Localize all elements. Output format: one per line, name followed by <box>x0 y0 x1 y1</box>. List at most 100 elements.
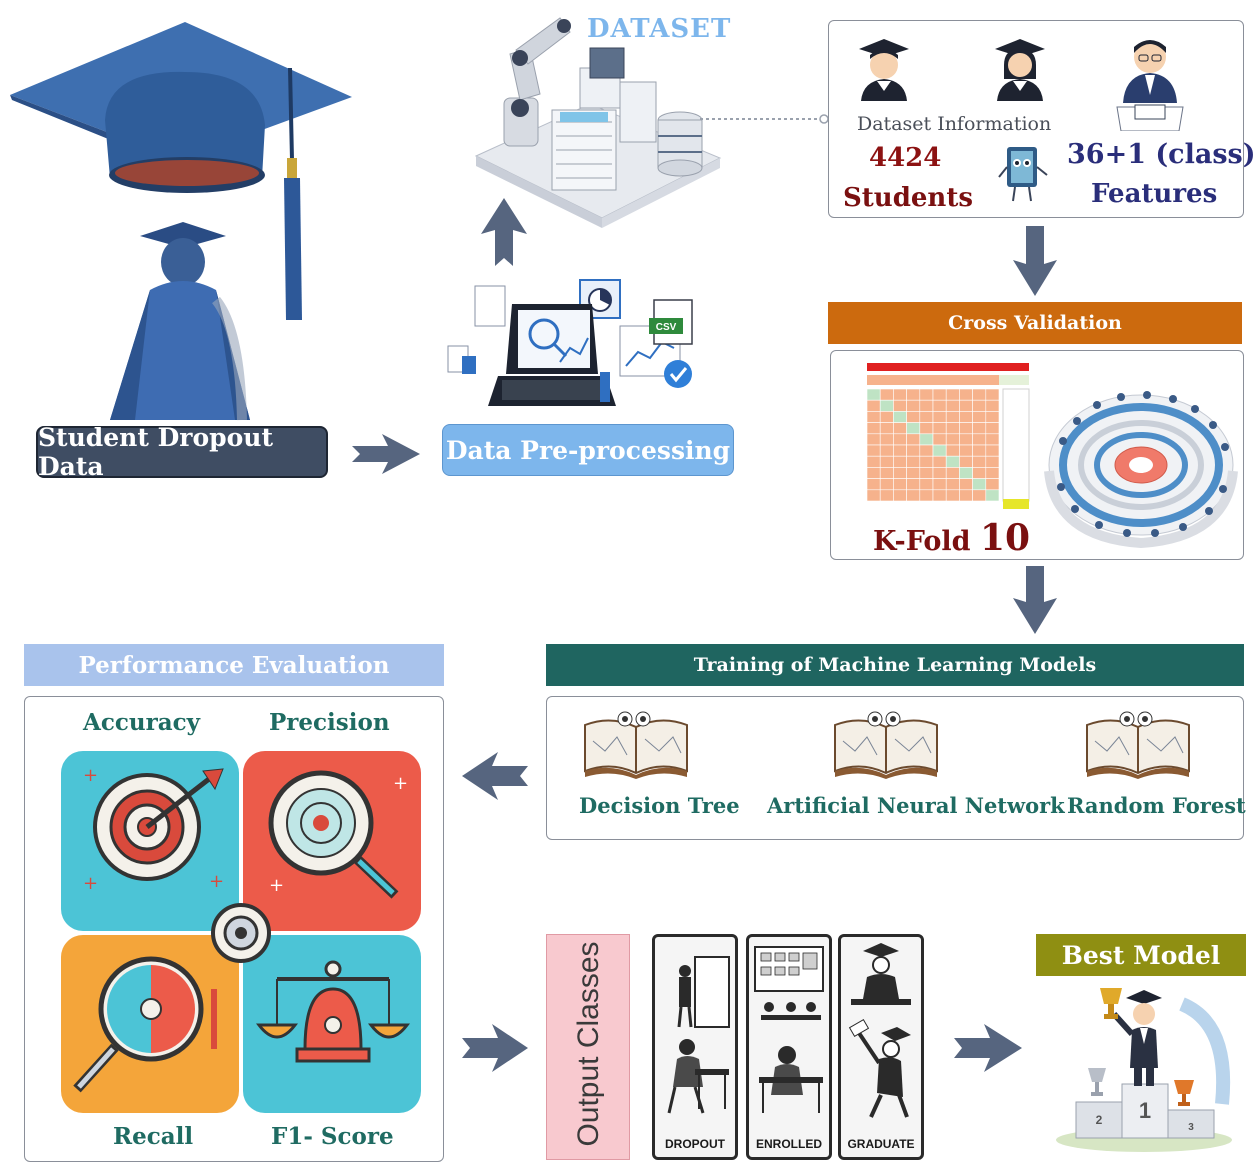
output-classes-label: Output Classes <box>572 941 605 1147</box>
decision-tree-book-icon <box>584 711 688 779</box>
kfold-train-cell <box>985 455 1000 468</box>
kfold-train-cell <box>866 422 881 435</box>
kfold-train-cell <box>945 467 960 479</box>
kfold-train-cell <box>959 422 973 435</box>
kfold-test-cell <box>906 422 921 435</box>
training-models-panel: Decision Tree Artificial Neural Network … <box>546 696 1246 840</box>
kfold-train-cell <box>879 444 894 457</box>
kfold-train-cell <box>945 388 960 401</box>
dropout-scene-icon <box>667 956 730 1114</box>
kfold-train-cell <box>866 444 881 457</box>
kfold-train-cell <box>866 433 881 446</box>
book-robot-icon <box>998 147 1048 202</box>
dataset-information-panel: Dataset Information 4424 Students 36+1 (… <box>828 20 1254 218</box>
graduate-scene-icon <box>848 943 911 1118</box>
random-forest-book-icon <box>1086 711 1190 779</box>
dataset-title: DATASET <box>587 14 732 44</box>
kfold-train-cell <box>959 388 973 401</box>
kfold-train-cell <box>879 467 894 479</box>
svg-text:+: + <box>83 873 98 894</box>
kfold-train-cell <box>985 411 1000 423</box>
kfold-train-cell <box>906 455 921 468</box>
features-label: Features <box>1091 179 1218 209</box>
kfold-train-cell <box>893 388 907 401</box>
kfold-train-cell <box>972 467 987 479</box>
kfold-train-cell <box>866 411 881 423</box>
svg-text:+: + <box>83 765 98 786</box>
kfold-train-cell <box>945 489 960 502</box>
kfold-train-cell <box>906 478 921 491</box>
arrow-right-2 <box>462 1024 528 1072</box>
kfold-train-cell <box>893 478 907 491</box>
dataset-illustration <box>470 8 730 233</box>
kfold-train-cell <box>972 399 987 412</box>
kfold-train-cell <box>985 478 1000 491</box>
kfold-train-cell <box>919 388 934 401</box>
kfold-train-cell <box>919 422 934 435</box>
kfold-train-cell <box>985 422 1000 435</box>
kfold-train-cell <box>866 455 881 468</box>
kfold-train-cell <box>906 467 921 479</box>
features-count: 36+1 (class) <box>1067 139 1254 170</box>
kfold-train-cell <box>959 411 973 423</box>
kfold-test-cell <box>866 388 881 401</box>
metric-precision: Precision <box>269 709 390 736</box>
kfold-test-cell <box>919 433 934 446</box>
class-label-graduate: GRADUATE <box>847 1137 915 1151</box>
kfold-train-cell <box>919 399 934 412</box>
kfold-test-cell <box>985 489 1000 502</box>
kfold-train-cell <box>945 433 960 446</box>
arrow-down-2 <box>1013 566 1057 634</box>
kfold-train-cell <box>972 422 987 435</box>
kfold-train-cell <box>945 411 960 423</box>
classroom-circle-illustration <box>1044 391 1238 549</box>
kfold-test-cell <box>959 467 973 479</box>
kfold-train-cell <box>893 455 907 468</box>
training-models-title: Training of Machine Learning Models <box>693 654 1097 676</box>
training-models-header: Training of Machine Learning Models <box>546 644 1244 686</box>
kfold-train-cell <box>972 455 987 468</box>
podium-label-3: 3 <box>1188 1122 1194 1133</box>
metric-recall: Recall <box>113 1123 194 1150</box>
model-random-forest: Random Forest <box>1067 793 1246 818</box>
model-decision-tree: Decision Tree <box>579 793 740 818</box>
kfold-train-cell <box>932 399 947 412</box>
arrow-right-3 <box>954 1024 1022 1072</box>
kfold-train-cell <box>866 478 881 491</box>
kfold-train-cell <box>972 433 987 446</box>
csv-file-label: CSV <box>656 322 677 333</box>
kfold-train-cell <box>866 467 881 479</box>
kfold-train-cell <box>919 467 934 479</box>
kfold-train-cell <box>906 399 921 412</box>
data-preprocessing-label: Data Pre-processing <box>442 424 734 476</box>
student-avatar-icon-1 <box>859 39 909 101</box>
kfold-train-cell <box>945 478 960 491</box>
kfold-train-cell <box>919 478 934 491</box>
kfold-train-cell <box>985 444 1000 457</box>
kfold-train-cell <box>972 411 987 423</box>
enrolled-scene-icon <box>754 946 824 1113</box>
kfold-train-cell <box>959 399 973 412</box>
class-panel-enrolled: ENROLLED <box>746 934 832 1160</box>
kfold-train-cell <box>879 388 894 401</box>
best-model-podium-illustration: 2 1 3 <box>1056 988 1232 1152</box>
kfold-test-cell <box>945 455 960 468</box>
kfold-value: 10 <box>979 517 1031 559</box>
kfold-train-cell <box>919 489 934 502</box>
podium-label-1: 1 <box>1139 1098 1151 1123</box>
best-model-title: Best Model <box>1061 940 1221 970</box>
output-classes-box: Output Classes <box>546 934 630 1160</box>
kfold-train-cell <box>932 433 947 446</box>
kfold-train-cell <box>985 388 1000 401</box>
class-panel-dropout: DROPOUT <box>652 934 738 1160</box>
kfold-train-cell <box>893 444 907 457</box>
metrics-tiles-illustration: + + + + + <box>61 751 421 1113</box>
kfold-train-cell <box>932 489 947 502</box>
class-label-enrolled: ENROLLED <box>756 1137 822 1151</box>
kfold-train-cell <box>945 444 960 457</box>
kfold-train-cell <box>932 411 947 423</box>
kfold-train-cell <box>945 422 960 435</box>
kfold-train-cell <box>893 399 907 412</box>
kfold-train-cell <box>919 455 934 468</box>
arrow-up <box>481 198 527 266</box>
